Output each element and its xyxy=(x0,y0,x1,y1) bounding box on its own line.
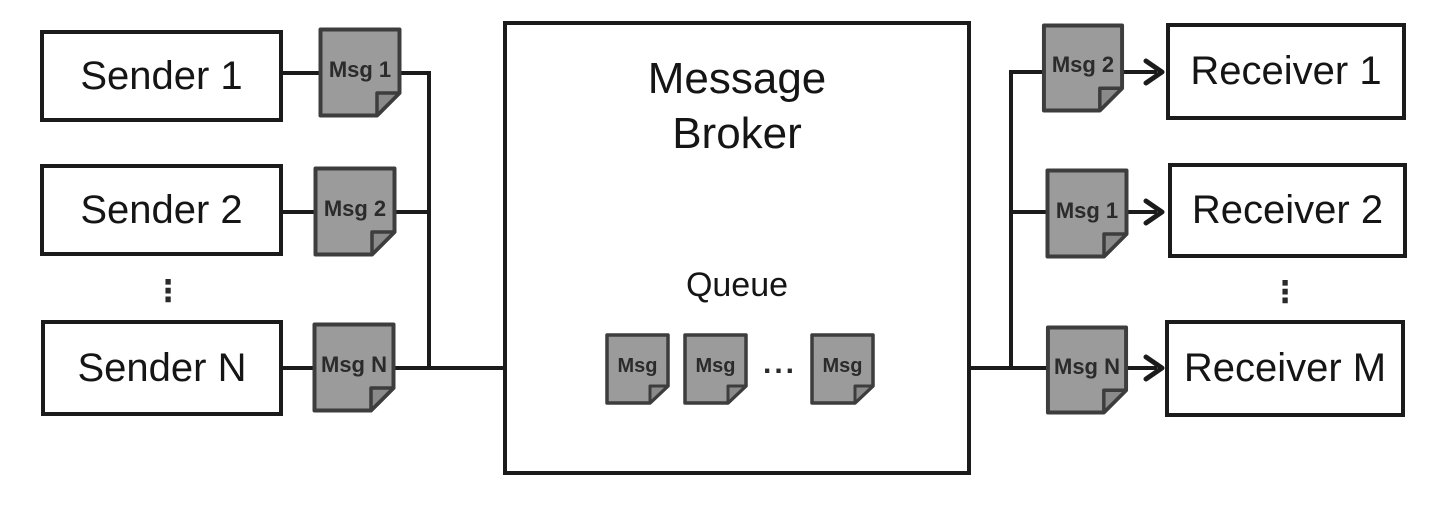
sender-2-box: Sender 2 xyxy=(40,164,283,256)
document-icon xyxy=(683,333,748,405)
queue-label: Queue xyxy=(685,266,789,304)
receivers-vertical-ellipsis: ⋮ xyxy=(1270,275,1300,309)
receiver-m-box: Receiver M xyxy=(1165,320,1405,417)
receiver-2-box: Receiver 2 xyxy=(1168,163,1407,258)
queue-horizontal-ellipsis: ... xyxy=(762,347,797,380)
document-icon xyxy=(1045,325,1129,415)
arrowhead-into-receiverM-icon xyxy=(1143,354,1165,382)
queue-msg-document-icon: Msg xyxy=(605,333,670,405)
receiver-1-label: Receiver 1 xyxy=(1190,49,1382,93)
sender-1-box: Sender 1 xyxy=(40,30,283,122)
document-icon xyxy=(313,166,397,257)
document-icon xyxy=(810,333,875,405)
document-icon xyxy=(312,322,396,413)
sender-n-box: Sender N xyxy=(41,320,283,416)
document-icon xyxy=(1041,23,1125,113)
queue-msg-label: Msg xyxy=(822,354,863,377)
message-broker-title-line1: Message xyxy=(647,54,827,103)
receiver-2-msg-document-icon: Msg 1 xyxy=(1045,168,1129,259)
receiver-m-msg-label: Msg N xyxy=(1054,354,1120,379)
arrowhead-into-receiver2-icon xyxy=(1143,198,1165,226)
senders-vertical-ellipsis: ⋮ xyxy=(153,274,183,308)
msg-2-label: Msg 2 xyxy=(323,195,387,221)
message-broker-title: Message Broker xyxy=(503,52,971,161)
msg-1-label: Msg 1 xyxy=(328,56,392,82)
receiver-1-msg-document-icon: Msg 2 xyxy=(1041,23,1125,113)
receiver-2-label: Receiver 2 xyxy=(1191,188,1384,232)
queue-msg-document-icon: Msg xyxy=(810,333,875,405)
receiver-1-msg-label: Msg 2 xyxy=(1051,52,1115,77)
document-icon xyxy=(318,27,402,118)
sender-n-label: Sender N xyxy=(77,345,247,390)
message-broker-box xyxy=(503,21,971,475)
document-icon xyxy=(605,333,670,405)
msg-1-document-icon: Msg 1 xyxy=(318,27,402,118)
receiver-1-box: Receiver 1 xyxy=(1166,23,1406,120)
document-icon xyxy=(1045,168,1129,259)
queue-msg-label: Msg xyxy=(695,354,736,377)
queue-msg-document-icon: Msg xyxy=(683,333,748,405)
msg-2-document-icon: Msg 2 xyxy=(313,166,397,257)
queue-msg-label: Msg xyxy=(617,354,658,377)
sender-2-label: Sender 2 xyxy=(80,187,243,232)
receiver-2-msg-label: Msg 1 xyxy=(1055,197,1119,223)
receiver-m-msg-document-icon: Msg N xyxy=(1045,325,1129,415)
arrowhead-into-receiver1-icon xyxy=(1143,58,1165,86)
msg-n-document-icon: Msg N xyxy=(312,322,396,413)
message-broker-title-line2: Broker xyxy=(672,108,802,158)
sender-1-label: Sender 1 xyxy=(80,53,243,98)
msg-n-label: Msg N xyxy=(321,351,387,377)
receiver-m-label: Receiver M xyxy=(1183,346,1387,390)
